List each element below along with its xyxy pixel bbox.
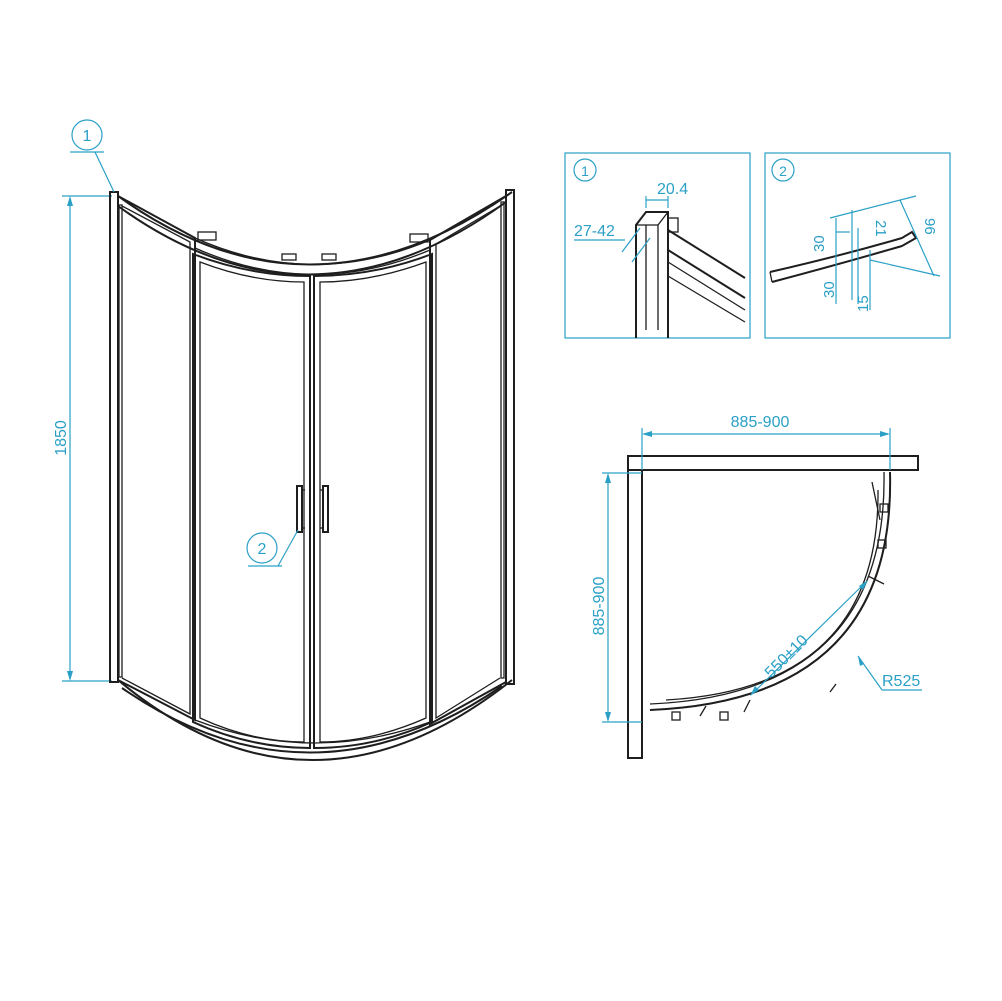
right-sliding-door	[313, 252, 433, 750]
callout-2-label: 2	[258, 541, 267, 558]
plan-width-label: 885-900	[731, 414, 790, 431]
dim-30-top: 30	[811, 235, 828, 252]
detail-profile: 1 20.4 27-42	[564, 152, 751, 339]
detail-2-number: 2	[779, 163, 787, 179]
detail-1-number: 1	[581, 163, 589, 179]
detail-handle: 2 21 96 30 30 15	[764, 152, 951, 339]
plan-depth-label: 885-900	[591, 577, 608, 636]
height-dimension: 1850	[53, 195, 112, 682]
dim-96: 96	[921, 218, 938, 235]
left-sliding-door	[192, 252, 311, 750]
profile-adjust-label: 27-42	[574, 223, 615, 240]
top-rail	[117, 191, 513, 276]
plan-opening-label: 550±10	[762, 632, 812, 682]
plan-view: 885-900 885-900 550±10 R525	[591, 414, 922, 759]
door-handles	[296, 485, 329, 533]
callout-1: 1	[70, 119, 115, 193]
plan-radius-label: R525	[882, 673, 920, 690]
right-fixed-panel	[429, 189, 515, 726]
dim-21: 21	[872, 220, 889, 237]
dim-15: 15	[855, 295, 872, 312]
left-fixed-panel	[109, 191, 196, 722]
height-label: 1850	[53, 420, 70, 456]
callout-2: 2	[246, 529, 299, 567]
bottom-rail	[117, 679, 513, 761]
callout-1-label: 1	[83, 128, 92, 145]
profile-width-label: 20.4	[657, 181, 688, 198]
dim-30-bottom: 30	[821, 281, 838, 298]
front-view: 1850	[53, 119, 515, 761]
